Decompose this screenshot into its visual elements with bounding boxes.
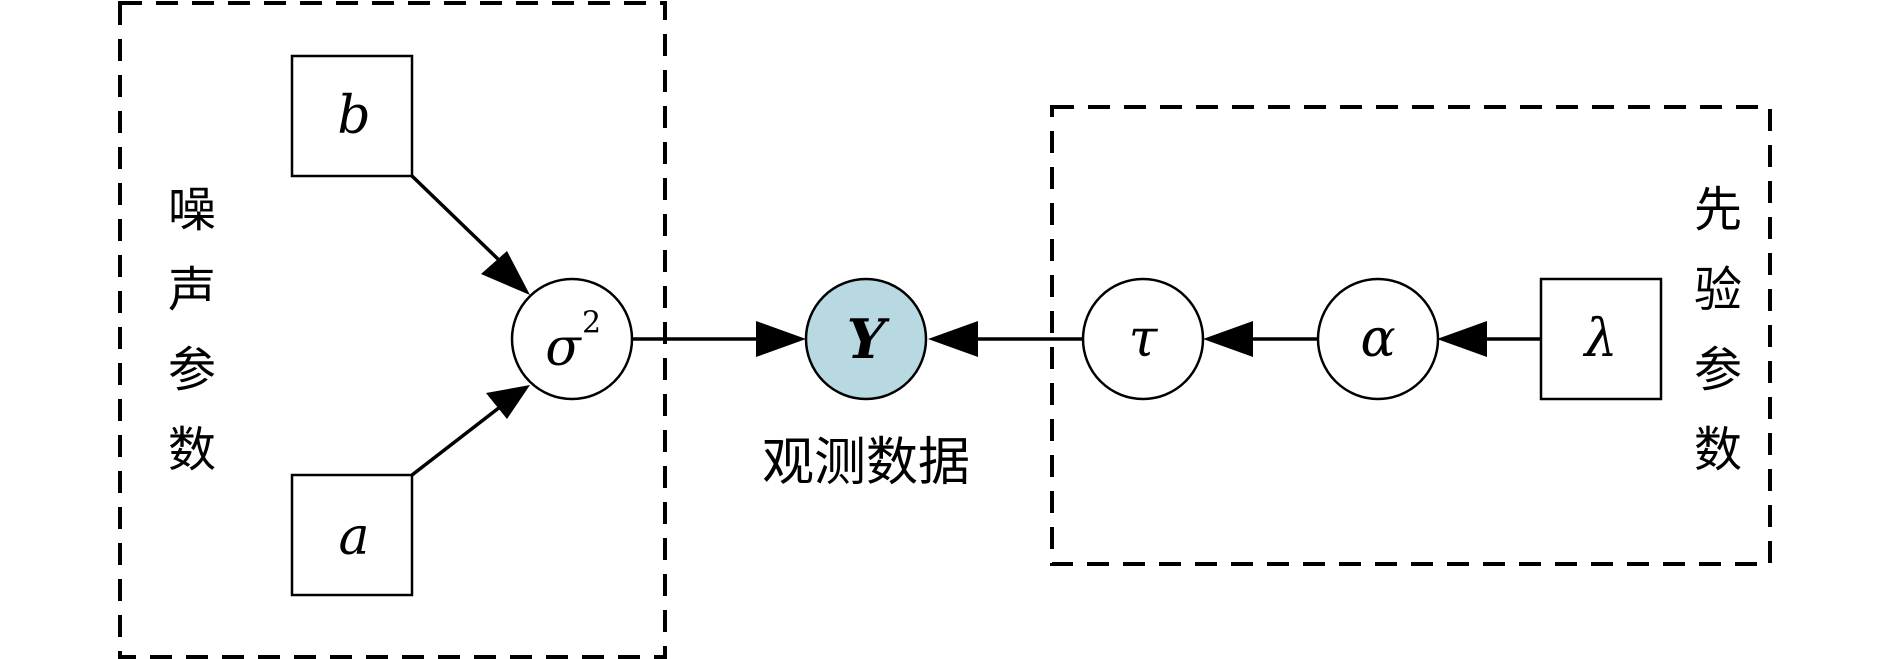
node-sigma: σ 2 [510,277,634,401]
prior-label-char: 先 [1694,182,1742,238]
node-alpha-circle [1316,277,1440,401]
node-b-box [290,54,414,178]
noise-label-char: 参 [168,342,216,398]
edges [410,174,1541,477]
node-tau-symbol: τ [1129,309,1159,369]
node-Y-symbol: Y [847,307,890,371]
noise-label-char: 数 [168,422,216,478]
node-sigma-symbol: σ [545,318,582,378]
edge-b-to-sigma-arrowhead [481,251,530,295]
edge-lambda-to-alpha-arrowhead [1437,321,1487,357]
prior-label-char: 参 [1694,342,1742,398]
node-Y-circle [804,277,928,401]
edge-alpha-to-tau-arrowhead [1203,321,1253,357]
edge-b-to-sigma [410,174,502,263]
noise-parameters-group-box [118,1,667,659]
node-sigma-superscript: 2 [582,306,601,341]
prior-parameters-label: 先 验 参 数 [1694,182,1742,478]
node-lambda-symbol: λ [1583,309,1618,369]
prior-label-char: 数 [1694,422,1742,478]
node-a: a [290,473,414,597]
node-lambda-box [1539,277,1663,401]
noise-parameters-label: 噪 声 参 数 [168,182,216,478]
noise-label-char: 声 [168,262,216,318]
node-a-box [290,473,414,597]
edge-a-to-sigma [410,405,502,477]
node-alpha: α [1316,277,1440,401]
node-b: b [290,54,414,178]
edge-a-to-sigma-arrowhead [486,385,530,419]
edge-tau-to-Y-arrowhead [928,321,978,357]
node-a-symbol: a [338,507,369,567]
prior-label-char: 验 [1694,262,1742,318]
node-Y-observed: Y [804,277,928,401]
node-sigma-circle [510,277,634,401]
node-alpha-symbol: α [1360,309,1395,369]
observed-data-caption: 观测数据 [762,433,970,493]
edge-sigma-to-Y-arrowhead [756,321,806,357]
node-lambda: λ [1539,277,1663,401]
noise-label-char: 噪 [168,182,216,238]
node-b-symbol: b [337,86,370,146]
node-tau: τ [1081,277,1205,401]
prior-parameters-group-box [1050,105,1772,566]
node-tau-circle [1081,277,1205,401]
